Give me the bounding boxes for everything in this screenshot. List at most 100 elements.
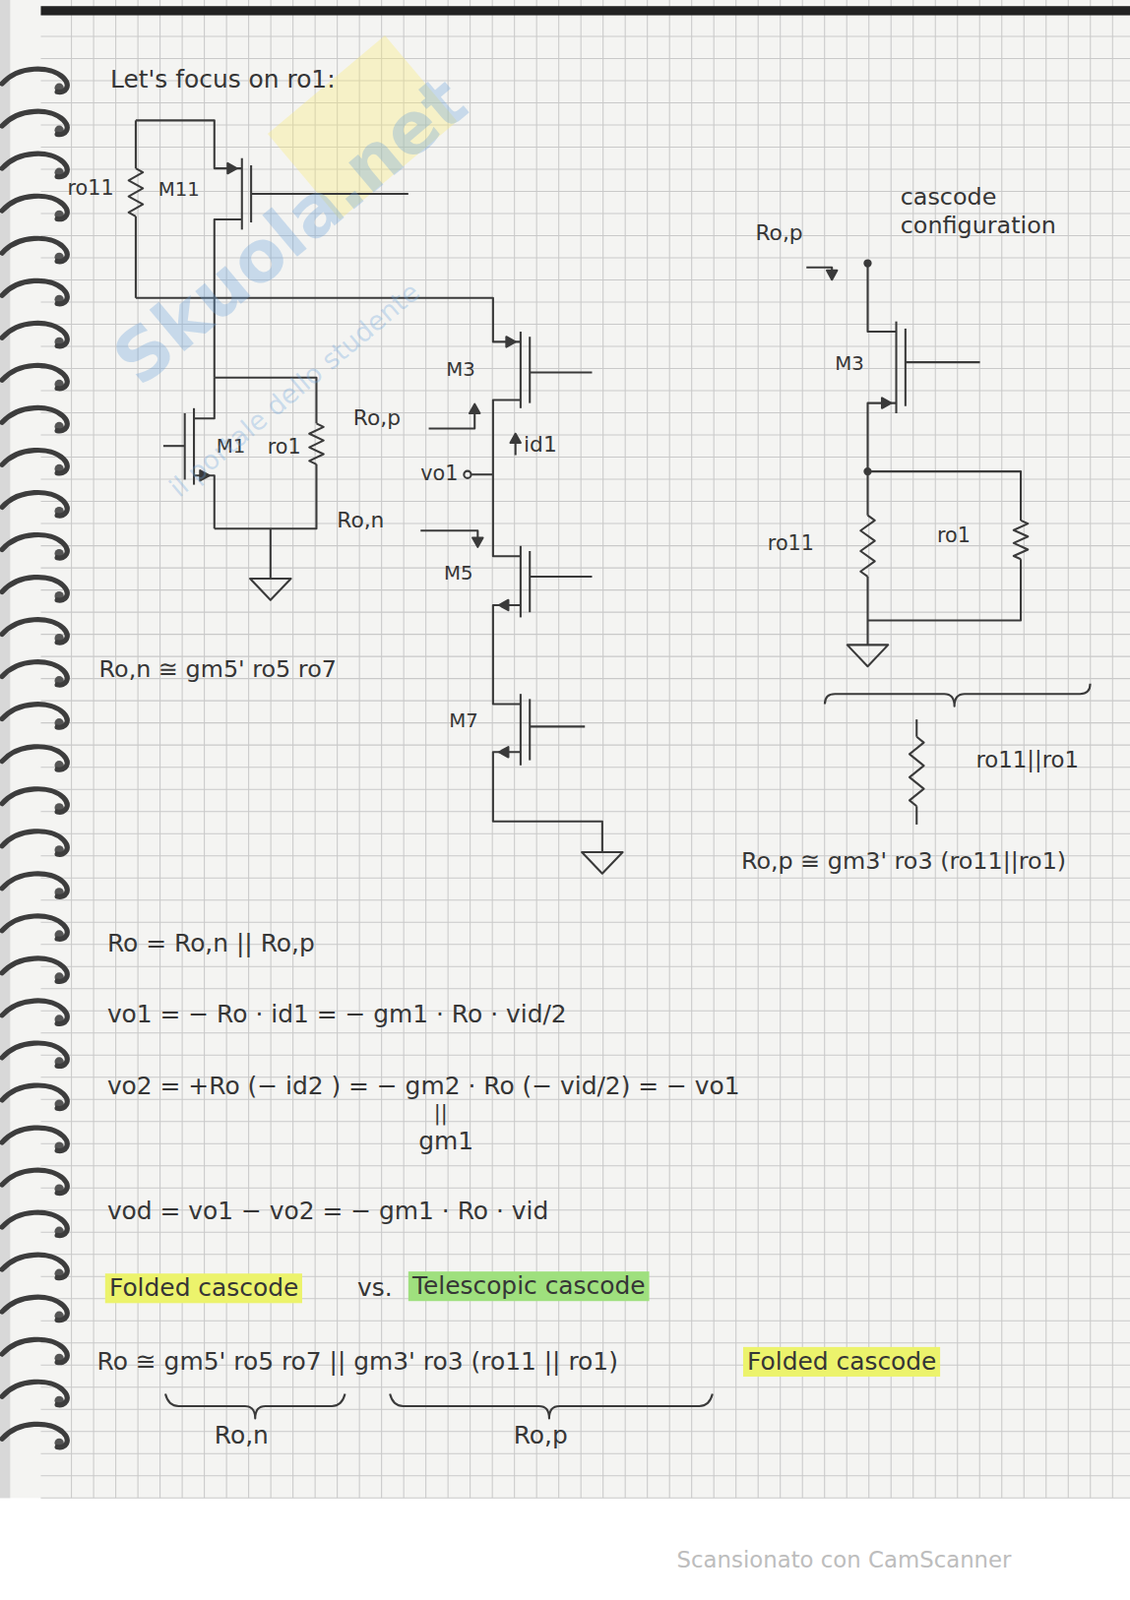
wire: [528, 336, 531, 403]
ground-symbol: [847, 644, 888, 667]
spiral-loop: [1, 111, 67, 135]
grid-line: [40, 125, 1130, 126]
label-text: vo1: [420, 461, 458, 487]
label-text: M3: [834, 352, 865, 377]
spiral-loop: [1, 1255, 67, 1279]
arrow-head: [881, 397, 891, 408]
grid-line: [40, 435, 1130, 437]
grid-line: [40, 1320, 1130, 1322]
ground-symbol: [250, 578, 291, 601]
grid-line: [40, 833, 1130, 835]
resistor-symbol: [128, 168, 144, 217]
resistor-symbol: [1013, 520, 1029, 560]
wire: [493, 605, 521, 705]
label-text: vo1 = − Ro · id1 = − gm1 · Ro · vid/2: [107, 1000, 567, 1030]
grid-line: [40, 1165, 1130, 1167]
grid-line: [40, 811, 1130, 813]
wire: [894, 321, 897, 414]
spiral-loop: [1, 68, 67, 93]
resistor-symbol: [860, 515, 876, 577]
grid-line: [40, 368, 1130, 370]
label-text: ro1: [937, 522, 971, 548]
spiral-loop: [1, 365, 67, 389]
spiral-binding: [0, 0, 67, 1499]
arrow-head: [227, 163, 237, 174]
label-text: Folded cascode: [743, 1347, 942, 1378]
spiral-loop: [1, 1128, 67, 1152]
spiral-loop: [1, 789, 67, 814]
label-text: ro11: [66, 175, 114, 200]
grid-line: [40, 146, 1130, 148]
spiral-loop: [1, 874, 67, 898]
label-text: ||: [434, 1100, 448, 1126]
label-text: vod = vo1 − vo2 = − gm1 · Ro · vid: [107, 1196, 549, 1227]
grid-line: [890, 0, 892, 1499]
grid-line: [40, 745, 1130, 747]
wire: [429, 412, 476, 430]
grid-line: [40, 1032, 1130, 1034]
spiral-loop: [1, 535, 67, 560]
grid-line: [40, 1386, 1130, 1388]
grid-line: [40, 1188, 1130, 1190]
paper: [0, 0, 1130, 1499]
wire: [867, 559, 1021, 621]
wire: [214, 464, 317, 529]
wire: [135, 120, 243, 169]
spiral-loop: [1, 195, 67, 220]
grid-line: [40, 1143, 1130, 1145]
wire: [915, 806, 918, 825]
page-top-edge: [40, 5, 1130, 15]
spiral-loop: [1, 1001, 67, 1025]
label-text: vs.: [357, 1273, 393, 1304]
arrow-head: [510, 434, 521, 443]
grid-line: [40, 878, 1130, 879]
wire: [529, 725, 585, 728]
grid-line: [40, 1431, 1130, 1433]
spiral-loop: [1, 1381, 67, 1406]
label-text: Let's focus on ro1:: [110, 64, 336, 95]
label-text: Scansionato con CamScanner: [677, 1547, 1012, 1574]
label-text: M5: [443, 561, 474, 585]
wire: [193, 377, 215, 419]
label-text: Ro,p: [754, 220, 803, 247]
ground-symbol: [581, 852, 623, 875]
label-text: vo2 = +Ro (− id2 ) = − gm2 · Ro (− vid/2…: [107, 1071, 741, 1102]
wire: [867, 263, 896, 332]
wire: [471, 473, 494, 476]
label-text: ro11: [767, 530, 815, 556]
label-text: gm1: [418, 1127, 474, 1157]
label-text: Ro,n ≅ gm5' ro5 ro7: [99, 655, 337, 685]
grid-line: [40, 567, 1130, 569]
wire: [915, 719, 918, 738]
spiral-loop: [1, 153, 67, 178]
spiral-loop: [1, 1043, 67, 1068]
spiral-loop: [1, 747, 67, 771]
spiral-loop: [1, 280, 67, 305]
grid-line: [40, 988, 1130, 990]
spiral-loop: [1, 238, 67, 262]
label-text: Ro,p: [513, 1422, 568, 1452]
grid-line: [40, 966, 1130, 968]
wire: [528, 551, 531, 613]
wire: [519, 693, 522, 766]
grid-line: [40, 169, 1130, 171]
spiral-loop: [1, 1212, 67, 1237]
grid-line: [823, 0, 825, 1499]
grid-line: [1112, 0, 1114, 1499]
label-text: Ro,n: [336, 507, 384, 534]
spiral-loop: [1, 449, 67, 474]
spiral-loop: [1, 662, 67, 687]
brace: [165, 1394, 346, 1420]
grid-line: [70, 0, 72, 1499]
arrow-head: [469, 404, 480, 414]
wire: [519, 331, 522, 409]
label-text: id1: [523, 433, 558, 459]
resistor-symbol: [309, 423, 324, 464]
grid-line: [403, 0, 405, 1499]
wire: [867, 471, 1021, 521]
grid-line: [40, 102, 1130, 104]
label-text: Telescopic cascode: [408, 1271, 650, 1302]
label-text: cascode configuration: [900, 184, 1095, 241]
